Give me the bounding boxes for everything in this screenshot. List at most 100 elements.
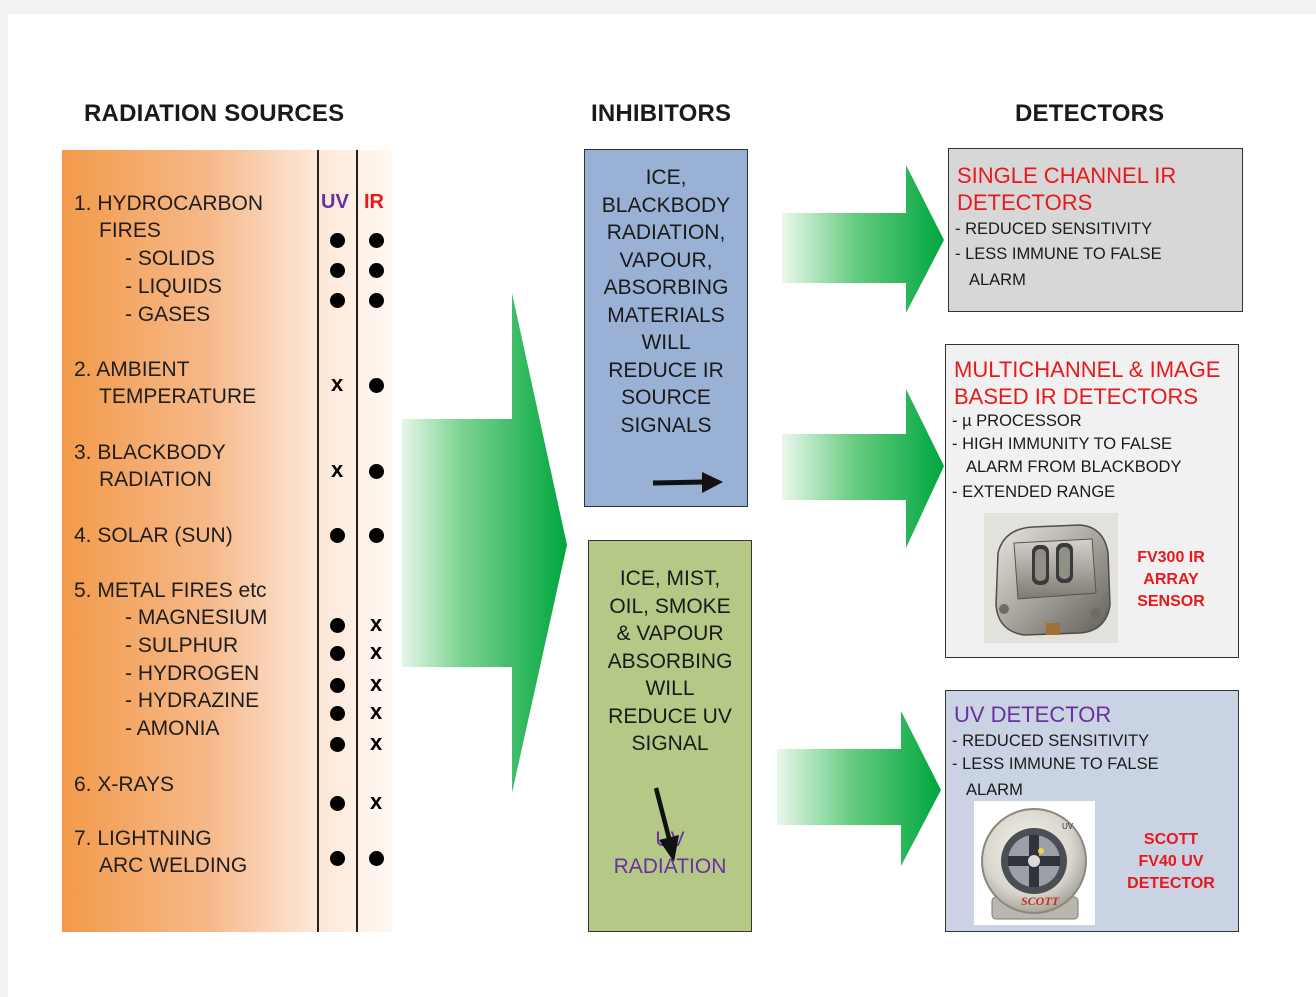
fv300-caption-line: FV300 IR [1137, 549, 1205, 566]
source-blackbody-cont: RADIATION [99, 468, 212, 491]
scott-device-brand: SCOTT [1021, 894, 1060, 908]
source-ambient-temperature-cont: TEMPERATURE [99, 385, 257, 408]
arrow-to-single-channel [782, 165, 944, 313]
uv-column-header: UV [321, 191, 349, 213]
source-hydrocarbon-fires: 1. HYDROCARBON [74, 192, 264, 215]
source-solar: 4. SOLAR (SUN) [74, 524, 233, 547]
single-ir-feature: ALARM [969, 271, 1026, 289]
multi-ir-feature: - EXTENDED RANGE [952, 483, 1116, 501]
uv-inhibitor-line: ABSORBING [607, 649, 733, 673]
multi-ir-title-line: MULTICHANNEL & IMAGE [954, 357, 1221, 382]
source-hydrazine: - HYDRAZINE [125, 689, 260, 712]
ir-inhibitors-box: ICE, BLACKBODY RADIATION, VAPOUR, ABSORB… [584, 149, 748, 507]
uv-x-mark: x [331, 371, 344, 396]
uv-column-divider [317, 150, 319, 932]
source-gases: - GASES [125, 303, 211, 326]
single-ir-title-line: SINGLE CHANNEL IR [957, 163, 1177, 188]
single-channel-ir-detector-box: SINGLE CHANNEL IR DETECTORS - REDUCED SE… [948, 148, 1243, 312]
down-arrow-icon [653, 787, 679, 862]
ir-inhibitor-line: ABSORBING [603, 276, 729, 299]
multichannel-ir-detector-box: MULTICHANNEL & IMAGE BASED IR DETECTORS … [945, 344, 1239, 658]
ir-dot-mark [368, 262, 384, 278]
uv-dot-mark [329, 736, 345, 752]
single-ir-feature: - REDUCED SENSITIVITY [955, 220, 1153, 238]
ir-x-mark: x [370, 611, 383, 636]
fv40-uv-detector-image: SCOTT UV [974, 801, 1095, 925]
ir-dot-mark [368, 232, 384, 248]
ir-inhibitor-line: WILL [641, 331, 691, 354]
uv-detector-feature: - REDUCED SENSITIVITY [952, 732, 1150, 750]
fv300-caption-line: ARRAY [1143, 571, 1199, 588]
ir-inhibitor-line: BLACKBODY [601, 193, 731, 217]
ir-x-mark: x [370, 730, 383, 755]
arrow-to-multichannel [782, 389, 944, 548]
fv40-caption-line: DETECTOR [1127, 875, 1215, 892]
uv-device-band: UV [1062, 822, 1074, 831]
uv-inhibitor-line: & VAPOUR [616, 622, 724, 645]
multi-ir-feature: - HIGH IMMUNITY TO FALSE [952, 435, 1173, 453]
single-ir-title-line: DETECTORS [957, 190, 1093, 215]
ir-x-mark: x [370, 789, 383, 814]
source-hydrogen: - HYDROGEN [125, 662, 260, 685]
ir-column-divider [356, 150, 358, 932]
source-metal-fires: 5. METAL FIRES etc [74, 579, 267, 602]
source-amonia: - AMONIA [125, 717, 220, 740]
fv300-ir-sensor-image [984, 513, 1118, 643]
uv-inhibitors-box: ICE, MIST, OIL, SMOKE & VAPOUR ABSORBING… [588, 540, 752, 932]
uv-detector-feature: ALARM [966, 781, 1023, 799]
ir-inhibitor-line: SIGNALS [620, 413, 712, 437]
ir-column-header: IR [364, 191, 384, 213]
uv-dot-mark [329, 527, 345, 543]
uv-dot-mark [329, 645, 345, 661]
ir-inhibitor-line: REDUCE IR [608, 358, 724, 382]
heading-radiation-sources: RADIATION SOURCES [84, 100, 345, 127]
source-solids: - SOLIDS [125, 247, 215, 270]
ir-x-mark: x [370, 671, 383, 696]
uv-dot-mark [329, 232, 345, 248]
fv300-caption-line: SENSOR [1137, 593, 1205, 610]
uv-inhibitor-line: SIGNAL [631, 732, 709, 755]
uv-detector-feature: - LESS IMMUNE TO FALSE [952, 755, 1159, 773]
uv-detector-box: UV DETECTOR - REDUCED SENSITIVITY - LESS… [945, 690, 1239, 932]
fv40-caption-line: FV40 UV [1138, 853, 1204, 870]
uv-dot-mark [329, 850, 345, 866]
arrow-to-uv-detector [777, 711, 941, 866]
source-lightning: 7. LIGHTNING [74, 827, 212, 850]
uv-detector-title: UV DETECTOR [954, 702, 1112, 727]
ir-x-mark: x [370, 639, 383, 664]
uv-dot-mark [329, 292, 345, 308]
source-x-rays: 6. X-RAYS [74, 773, 174, 796]
heading-detectors: DETECTORS [1015, 100, 1165, 127]
uv-inhibitor-line: OIL, SMOKE [609, 594, 731, 618]
ir-x-mark: x [370, 699, 383, 724]
ir-dot-mark [368, 463, 384, 479]
uv-x-mark: x [331, 457, 344, 482]
uv-inhibitor-line: WILL [645, 677, 695, 700]
uv-dot-mark [329, 795, 345, 811]
ir-inhibitor-line: SOURCE [621, 386, 711, 409]
uv-dot-mark [329, 677, 345, 693]
multi-ir-feature: - µ PROCESSOR [952, 412, 1082, 430]
source-ambient-temperature: 2. AMBIENT [74, 358, 190, 381]
right-arrow-icon [652, 472, 723, 493]
heading-inhibitors: INHIBITORS [591, 100, 732, 127]
uv-radiation-label: RADIATION [613, 855, 727, 878]
uv-dot-mark [329, 262, 345, 278]
source-hydrocarbon-fires-cont: FIRES [99, 219, 161, 242]
fv40-caption-line: SCOTT [1143, 831, 1199, 848]
ir-dot-mark [368, 292, 384, 308]
single-ir-feature: - LESS IMMUNE TO FALSE [955, 245, 1162, 263]
multi-ir-feature: ALARM FROM BLACKBODY [966, 458, 1182, 476]
main-flow-arrow [402, 293, 567, 793]
ir-inhibitor-line: ICE, [645, 166, 687, 189]
multi-ir-title-line: BASED IR DETECTORS [954, 384, 1199, 409]
ir-dot-mark [368, 527, 384, 543]
source-liquids: - LIQUIDS [125, 275, 222, 298]
ir-dot-mark [368, 850, 384, 866]
source-blackbody: 3. BLACKBODY [74, 441, 226, 464]
source-sulphur: - SULPHUR [125, 634, 239, 657]
source-magnesium: - MAGNESIUM [125, 606, 268, 629]
uv-dot-mark [329, 705, 345, 721]
source-arc-welding: ARC WELDING [99, 854, 248, 877]
